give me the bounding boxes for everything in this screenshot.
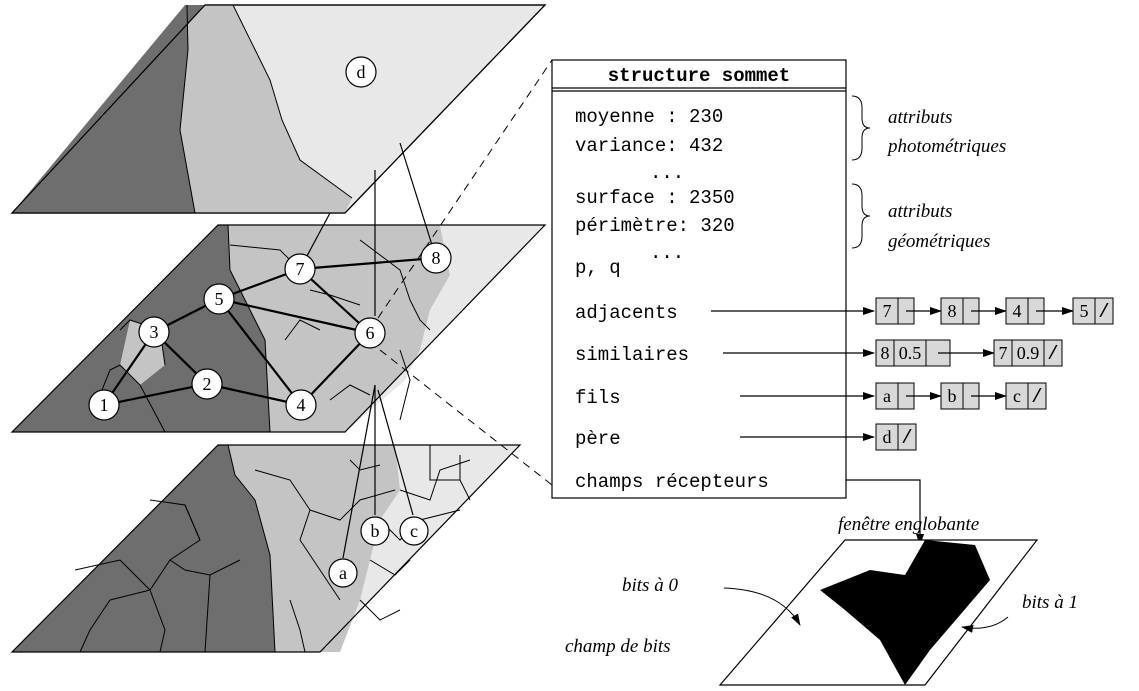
graph-node-7-label: 7 <box>296 259 305 279</box>
graph-node-5-label: 5 <box>215 289 224 309</box>
structure-row: ... <box>650 162 684 184</box>
fils-list-cell: c/ <box>1005 382 1047 410</box>
bits0-label: bits à 0 <box>622 575 678 596</box>
adjacents-list-cell: 7 <box>875 297 942 325</box>
upper-node: d <box>345 56 377 88</box>
lower-node-a-label: a <box>339 563 347 583</box>
bottom-layer <box>10 444 522 653</box>
similaires-cell-value: 0.5 <box>899 343 922 363</box>
graph-node-6: 6 <box>354 317 386 349</box>
fils-list-cell: b <box>940 382 1007 410</box>
structure-row: adjacents <box>575 302 678 324</box>
adjacents-cell-value: 5 <box>1080 301 1089 321</box>
structure-box: structure sommet moyenne : 230 variance: … <box>551 59 847 499</box>
fils-list-cell: a <box>875 382 942 410</box>
geometriques-label: géométriques <box>888 231 990 252</box>
lower-node-b: b <box>360 516 390 546</box>
structure-row: similaires <box>575 344 689 366</box>
structure-row: surface : 2350 <box>575 187 735 209</box>
pere-cell-value: / <box>901 427 912 449</box>
graph-node-2: 2 <box>191 368 223 400</box>
graph-node-2-label: 2 <box>203 374 212 394</box>
upper-node-d-label: d <box>357 62 366 82</box>
graph-node-1: 1 <box>88 389 120 421</box>
structure-row: ... <box>650 242 684 264</box>
graph-node-8: 8 <box>420 242 452 274</box>
adjacents-list-cell: 8 <box>940 297 1007 325</box>
structure-row: variance: 432 <box>575 135 723 157</box>
graph-node-6-label: 6 <box>366 323 375 343</box>
list-pointers <box>711 307 875 441</box>
attributs-label-2: attributs <box>888 201 952 222</box>
lower-node-a: a <box>328 558 358 588</box>
lower-nodes: a b c <box>328 516 429 588</box>
graph-node-5: 5 <box>203 283 235 315</box>
structure-row: fils <box>575 387 621 409</box>
attributs-label-1: attributs <box>888 107 952 128</box>
similaires-cell-value: / <box>1047 343 1058 365</box>
layer-links <box>299 142 433 559</box>
upper-node-d: d <box>345 56 377 88</box>
similaires-list-cell: 7 0.9 / <box>993 339 1063 367</box>
graph-node-8-label: 8 <box>432 248 441 268</box>
structure-row: p, q <box>575 257 621 279</box>
pere-cell-value: d <box>883 427 892 447</box>
structure-rows: moyenne : 230 variance: 432... surface : 2… <box>575 106 769 493</box>
fils-cell-value: a <box>883 386 891 406</box>
braces <box>851 95 871 249</box>
fils-cell-value: / <box>1031 386 1042 408</box>
bits1-label: bits à 1 <box>1022 592 1078 613</box>
adjacents-list-cell: 4 <box>1005 297 1074 325</box>
graph-node-4: 4 <box>285 389 317 421</box>
structure-row: moyenne : 230 <box>575 106 723 128</box>
lower-node-c-label: c <box>410 521 418 541</box>
adjacents-list-cell: 5/ <box>1072 297 1114 325</box>
similaires-cell-value: 0.9 <box>1017 343 1040 363</box>
structure-row: père <box>575 428 621 450</box>
adjacents-cell-value: / <box>1098 301 1109 323</box>
fils-cell-value: b <box>948 386 957 406</box>
fenetre-label: fenêtre englobante <box>838 514 979 535</box>
pere-list-cell: d/ <box>875 423 917 451</box>
graph-nodes: 1 2 3 4 5 6 7 8 <box>88 242 452 421</box>
bit-field <box>718 479 1039 686</box>
lower-node-b-label: b <box>371 521 380 541</box>
similaires-cell-value: 8 <box>881 343 890 363</box>
structure-row: périmètre: 320 <box>575 215 735 237</box>
fils-cell-value: c <box>1013 386 1021 406</box>
graph-node-4-label: 4 <box>297 395 306 415</box>
adjacents-cell-value: 4 <box>1013 301 1022 321</box>
graph-node-7: 7 <box>284 253 316 285</box>
graph-node-1-label: 1 <box>100 395 109 415</box>
structure-title: structure sommet <box>608 65 790 87</box>
adjacents-cell-value: 8 <box>948 301 957 321</box>
lower-node-c: c <box>399 516 429 546</box>
structure-row: champs récepteurs <box>575 471 769 493</box>
adjacents-cell-value: 7 <box>883 301 892 321</box>
similaires-cell-value: 7 <box>999 343 1008 363</box>
graph-node-3-label: 3 <box>150 322 159 342</box>
photometriques-label: photométriques <box>886 136 1006 157</box>
top-layer <box>10 4 547 214</box>
graph-node-3: 3 <box>138 316 170 348</box>
projection-lines <box>377 59 553 486</box>
champ-label: champ de bits <box>565 636 671 657</box>
